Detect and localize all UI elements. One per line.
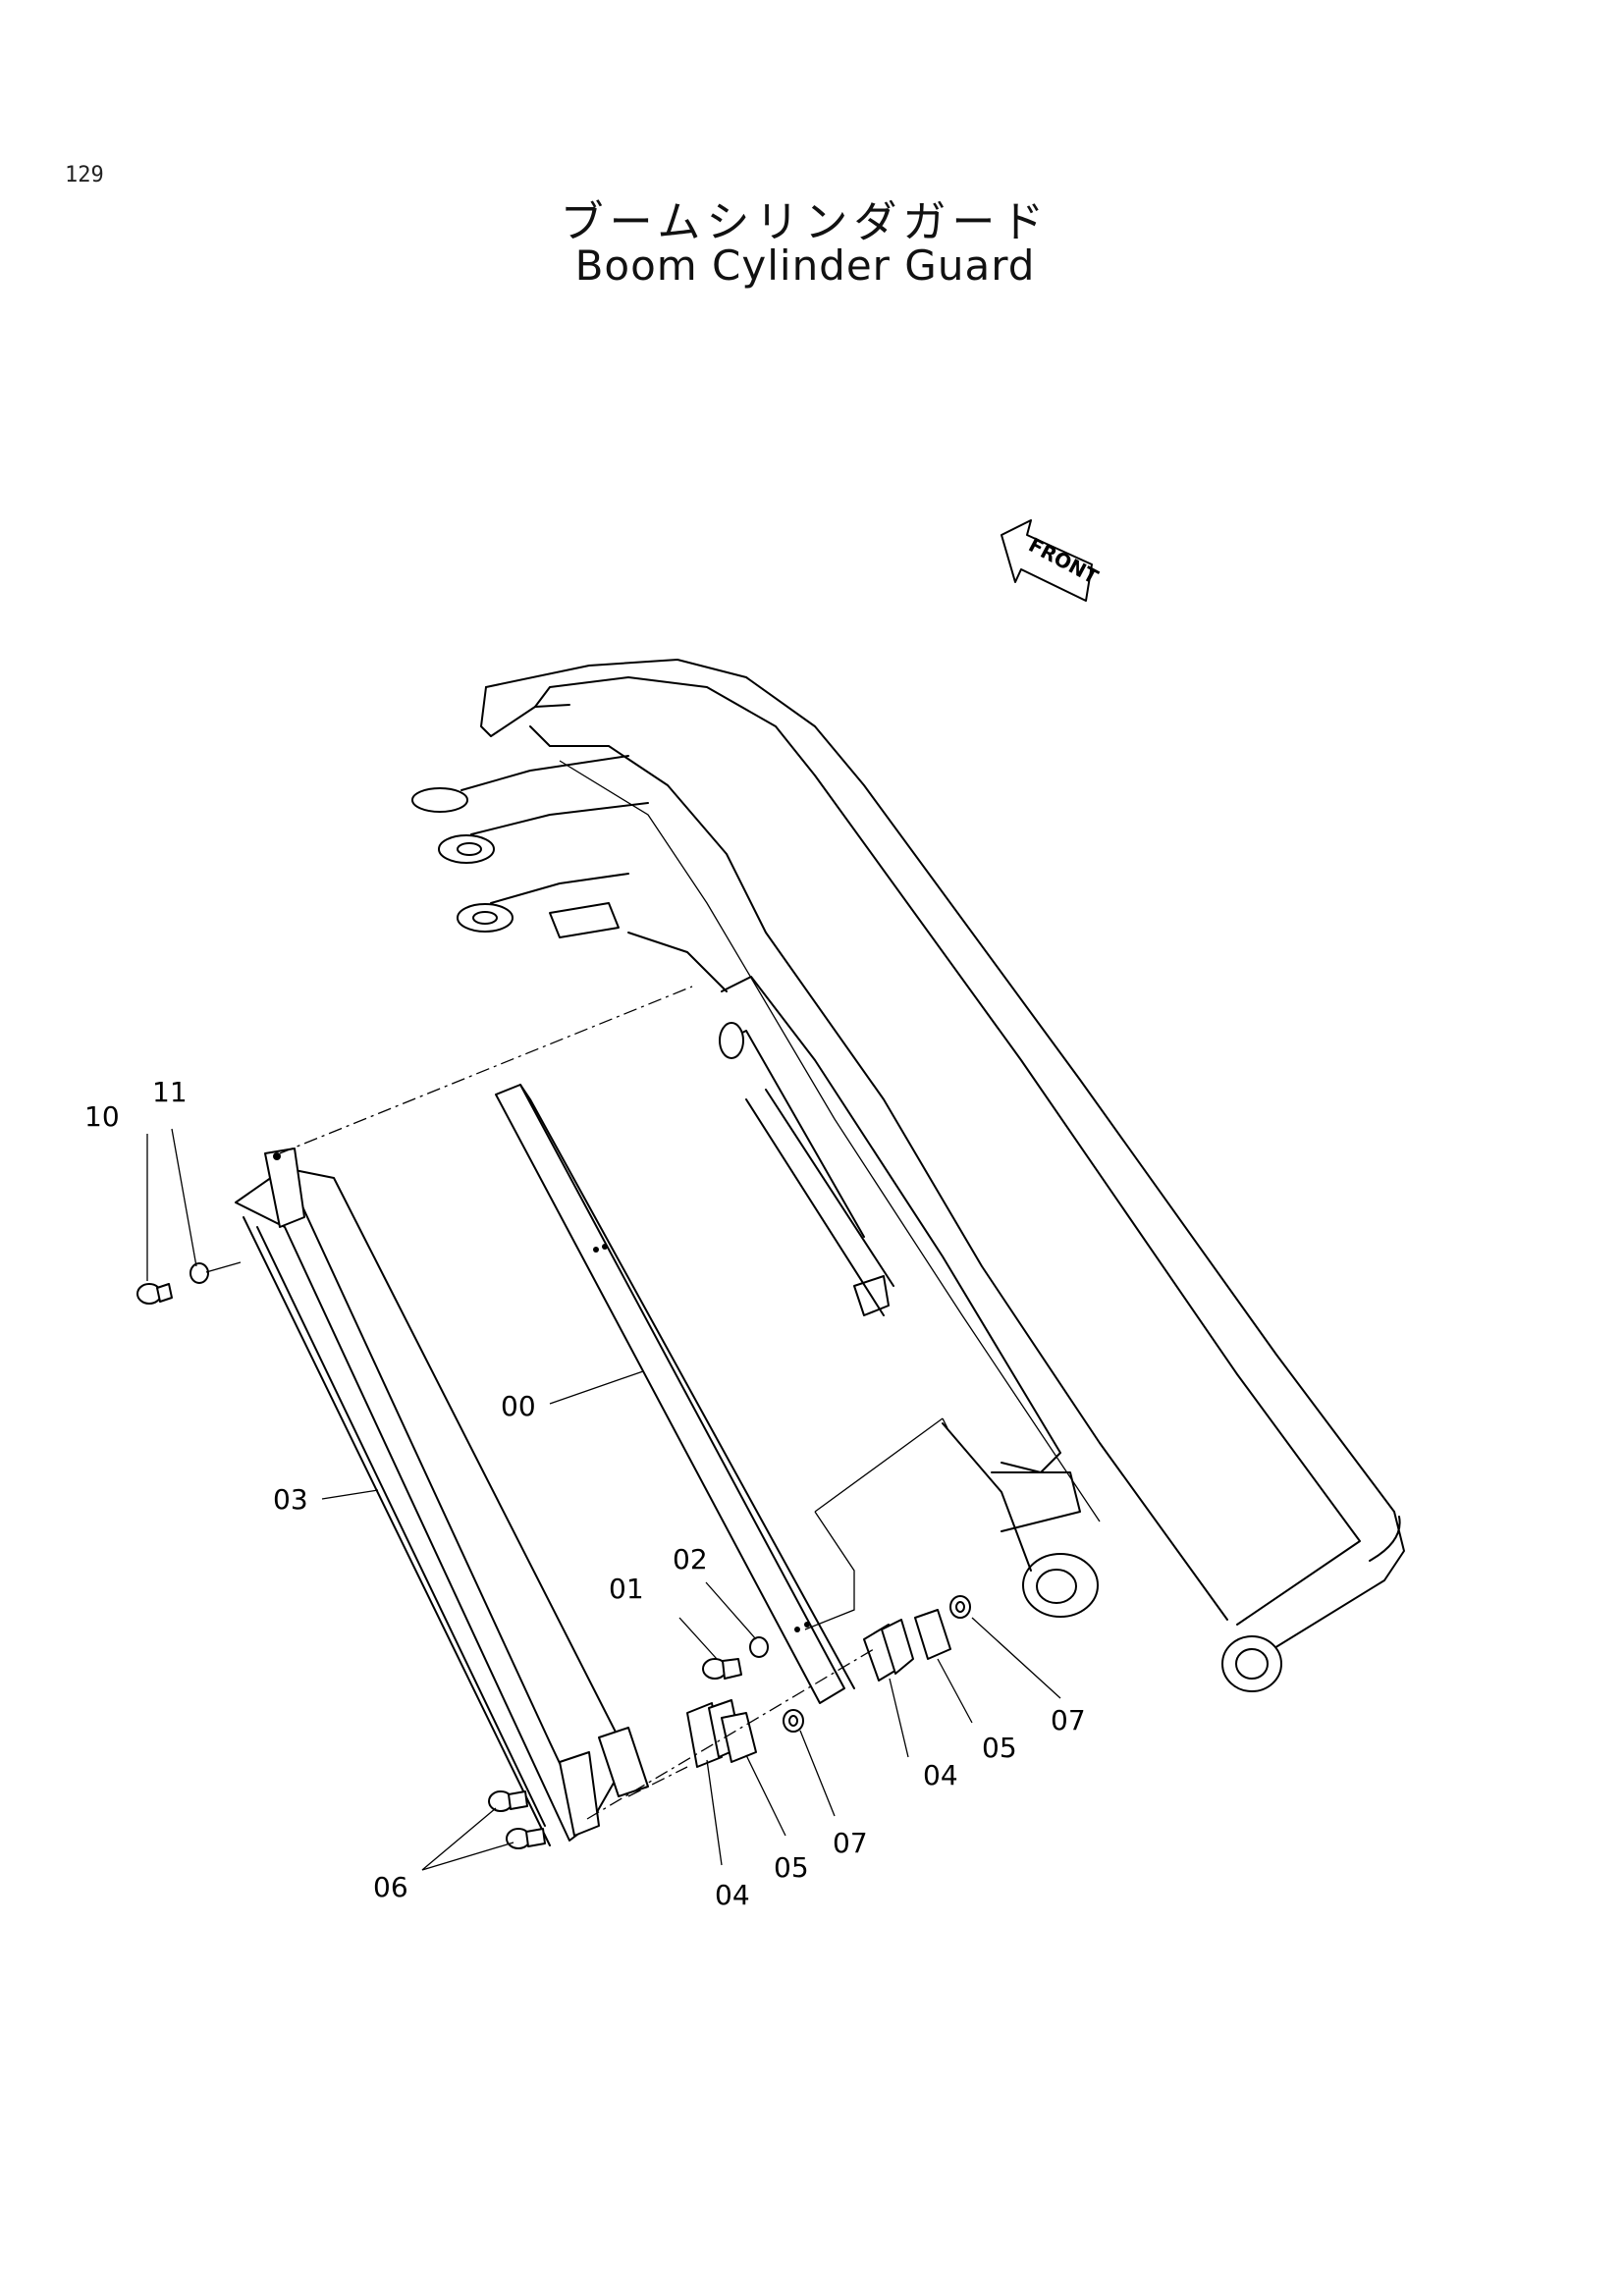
title-english: Boom Cylinder Guard xyxy=(574,241,1036,290)
boom-arm xyxy=(411,659,1405,1692)
cover-plate-00 xyxy=(495,1084,855,1704)
callout-00: 00 xyxy=(501,1390,536,1422)
callout-labels: 00 01 02 03 04 05 07 04 05 07 06 10 11 xyxy=(84,1076,1086,1911)
assembly-lines xyxy=(205,986,948,1820)
callout-02: 02 xyxy=(673,1543,708,1575)
callout-11: 11 xyxy=(152,1076,188,1108)
front-arrow-icon: FRONT xyxy=(1001,519,1103,602)
boom-cylinder xyxy=(719,976,1099,1618)
bracket-parts xyxy=(559,1609,951,1837)
callout-07-right: 07 xyxy=(1051,1704,1086,1736)
callout-07-left: 07 xyxy=(833,1827,868,1859)
callout-03: 03 xyxy=(273,1483,308,1516)
callout-01: 01 xyxy=(609,1573,644,1605)
callout-10: 10 xyxy=(84,1100,120,1133)
front-label: FRONT xyxy=(1025,533,1103,589)
hardware-parts xyxy=(136,1262,971,1849)
callout-04-left: 04 xyxy=(715,1879,750,1911)
callout-04-right: 04 xyxy=(923,1759,958,1791)
page-number: 129 xyxy=(65,163,104,187)
title-japanese: ブームシリンダガード xyxy=(560,197,1051,247)
callout-06: 06 xyxy=(373,1871,408,1903)
leader-lines xyxy=(146,1128,1061,1871)
callout-05-left: 05 xyxy=(774,1851,809,1884)
callout-05-right: 05 xyxy=(982,1732,1017,1764)
